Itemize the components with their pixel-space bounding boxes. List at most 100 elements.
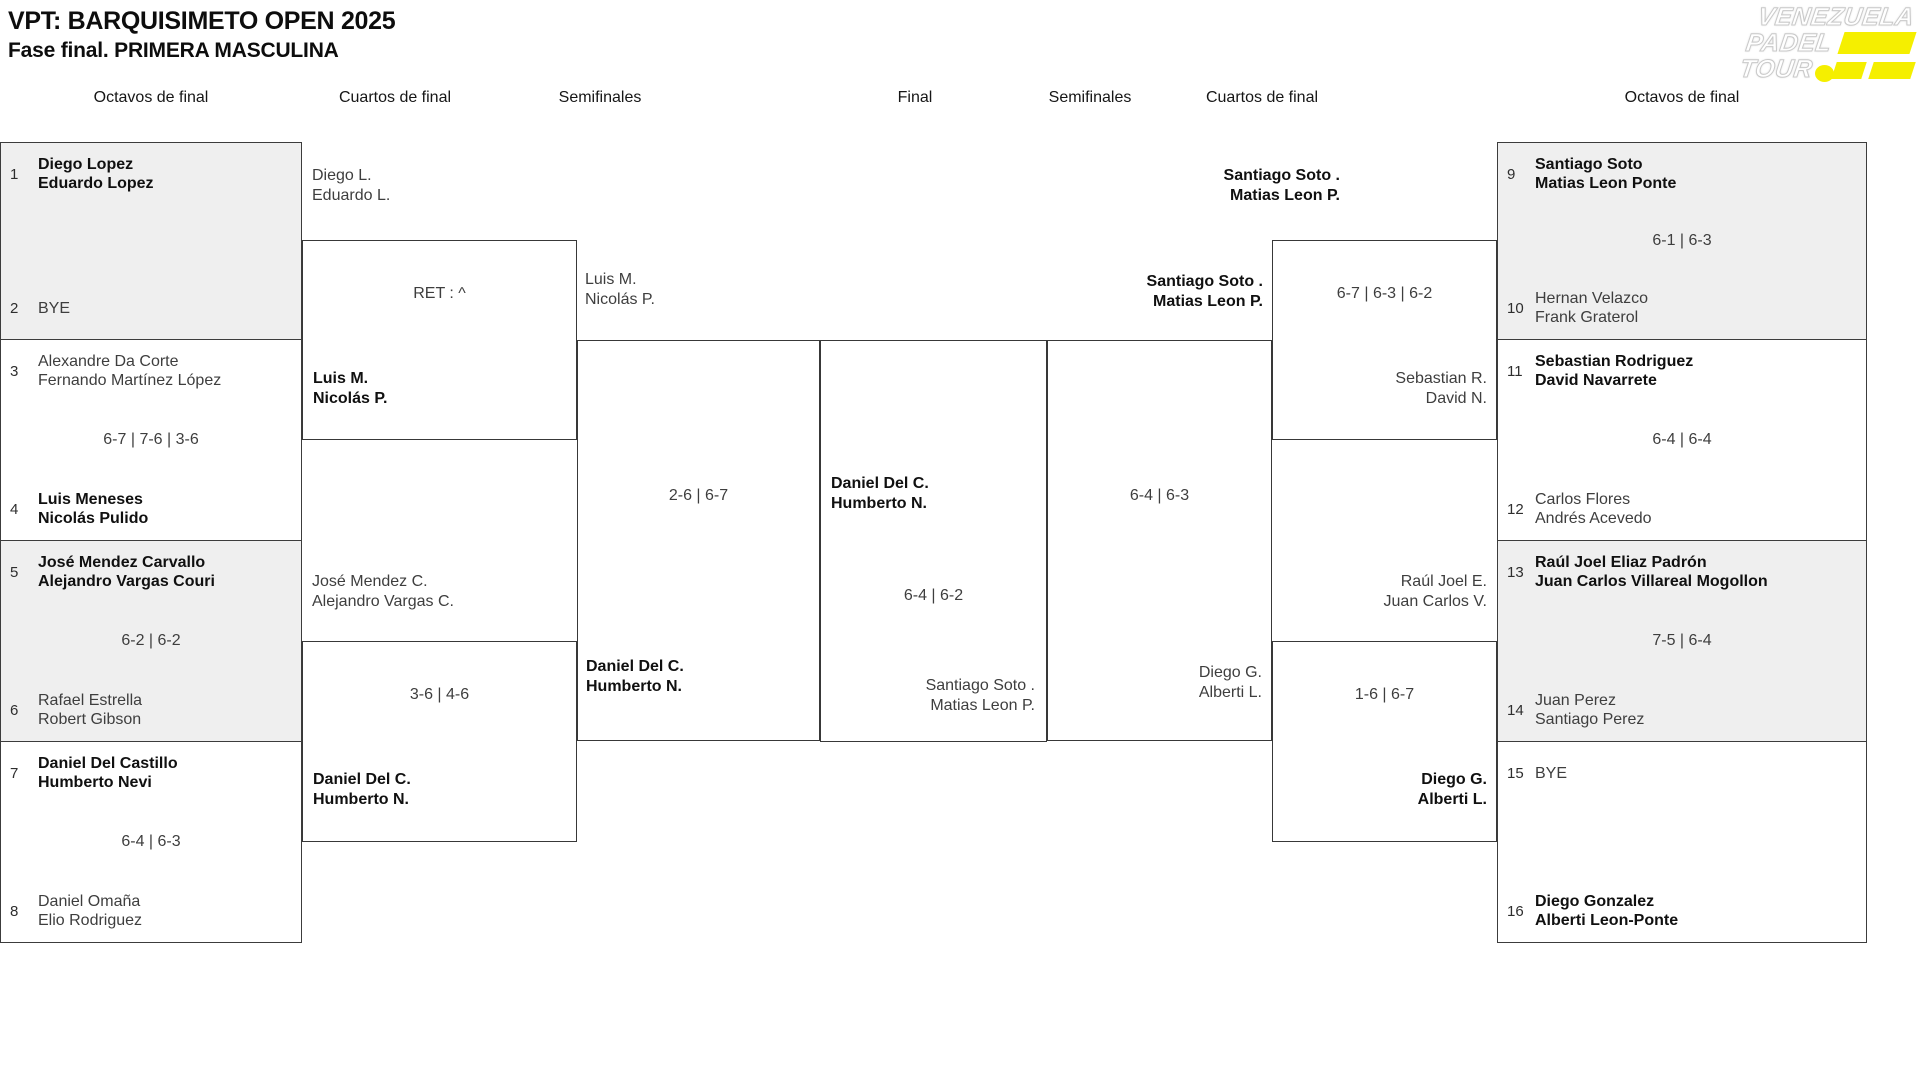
title-block: VPT: BARQUISIMETO OPEN 2025 Fase final. … (8, 6, 396, 64)
logo-text-line2: PADEL (1744, 29, 1834, 58)
page-subtitle: Fase final. PRIMERA MASCULINA (8, 39, 339, 62)
match-score: 7-5 | 6-4 (1652, 632, 1712, 649)
logo-yellow-bar-icon (1868, 62, 1916, 79)
match-score: 6-4 | 6-3 (121, 833, 181, 850)
seed-number: 16 (1507, 902, 1524, 920)
sf-left-winner-label: Daniel Del C.Humberto N. (586, 658, 684, 695)
round-header-semifinales-left: Semifinales (558, 89, 642, 106)
qf1-winner-label: Luis M.Nicolás P. (313, 370, 388, 407)
seed-number: 11 (1507, 362, 1523, 380)
match-box-semifinal-right: 6-4 | 6-3 Diego G.Alberti L. (1047, 340, 1272, 741)
final-score: 6-4 | 6-2 (903, 587, 964, 604)
round-header-cuartos-right: Cuartos de final (1205, 89, 1319, 106)
seed-number: 2 (10, 299, 19, 317)
match-score: 6-4 | 6-4 (1652, 431, 1712, 448)
match-score: 6-4 | 6-3 (1129, 487, 1190, 504)
page-title: VPT: BARQUISIMETO OPEN 2025 (8, 7, 396, 35)
match-score: 6-2 | 6-2 (121, 632, 181, 649)
sf-right-loser-label: Diego G.Alberti L. (1198, 664, 1262, 701)
team-row-seed-15: 15 BYE (1507, 753, 1858, 793)
match-box-final: Daniel Del C.Humberto N. 6-4 | 6-2 Santi… (820, 340, 1047, 742)
team-names: BYE (38, 299, 71, 317)
round-header-cuartos-left: Cuartos de final (338, 89, 452, 106)
qf1-feeder-team-label: Diego L.Eduardo L. (312, 167, 391, 204)
qf4-feeder-team-label: Raúl Joel E.Juan Carlos V. (1383, 573, 1487, 610)
qf3-loser-label: Sebastian R.David N. (1395, 370, 1487, 407)
match-score: 6-7 | 7-6 | 3-6 (103, 431, 199, 448)
match-box-qf3: 6-7 | 6-3 | 6-2 Sebastian R.David N. (1272, 240, 1497, 440)
match-box-qf2: 3-6 | 4-6 Daniel Del C.Humberto N. (302, 641, 577, 842)
seed-number: 12 (1507, 500, 1524, 518)
final-loser-label: Santiago Soto .Matias Leon P. (925, 677, 1035, 714)
match-box-qf1: RET : ^ Luis M.Nicolás P. (302, 240, 577, 440)
match-score: 3-6 | 4-6 (409, 686, 470, 703)
seed-number: 15 (1507, 764, 1524, 782)
match-score: 6-7 | 6-3 | 6-2 (1336, 285, 1433, 302)
match-score: 6-1 | 6-3 (1652, 232, 1712, 249)
qf2-feeder-team-label: José Mendez C.Alejandro Vargas C. (312, 573, 454, 610)
match-score: RET : ^ (413, 285, 466, 302)
round-header-final: Final (897, 89, 933, 106)
logo-yellow-bar-icon (1837, 32, 1917, 54)
seed-number: 6 (10, 701, 19, 719)
match-box-semifinal-left: 2-6 | 6-7 Daniel Del C.Humberto N. (577, 340, 820, 741)
qf4-winner-label: Diego G.Alberti L. (1417, 771, 1487, 808)
logo-yellow-bar-icon (1831, 62, 1867, 79)
match-score: 1-6 | 6-7 (1354, 686, 1415, 703)
seed-number: 8 (10, 902, 19, 920)
seed-number: 9 (1507, 165, 1516, 183)
logo-text-line3: TOUR (1738, 55, 1815, 84)
seed-number: 13 (1507, 563, 1524, 581)
seed-number: 14 (1507, 701, 1524, 719)
round-header-octavos-right: Octavos de final (1624, 89, 1740, 106)
seed-number: 3 (10, 362, 19, 380)
match-score: 2-6 | 6-7 (668, 487, 729, 504)
qf3-feeder-team-label: Santiago Soto .Matias Leon P. (1223, 167, 1340, 204)
sf-right-feeder-team-label: Santiago Soto .Matias Leon P. (1146, 273, 1263, 310)
seed-number: 7 (10, 764, 19, 782)
seed-number: 1 (10, 165, 19, 183)
team-names: BYE (1535, 764, 1568, 782)
logo-yellow-dot-icon (1815, 65, 1834, 82)
venezuela-padel-tour-logo: VENEZUELA PADEL TOUR (1738, 3, 1920, 96)
round-header-octavos-left: Octavos de final (93, 89, 209, 106)
qf2-winner-label: Daniel Del C.Humberto N. (313, 771, 411, 808)
sf-left-feeder-team-label: Luis M.Nicolás P. (585, 271, 655, 308)
seed-number: 10 (1507, 299, 1524, 317)
